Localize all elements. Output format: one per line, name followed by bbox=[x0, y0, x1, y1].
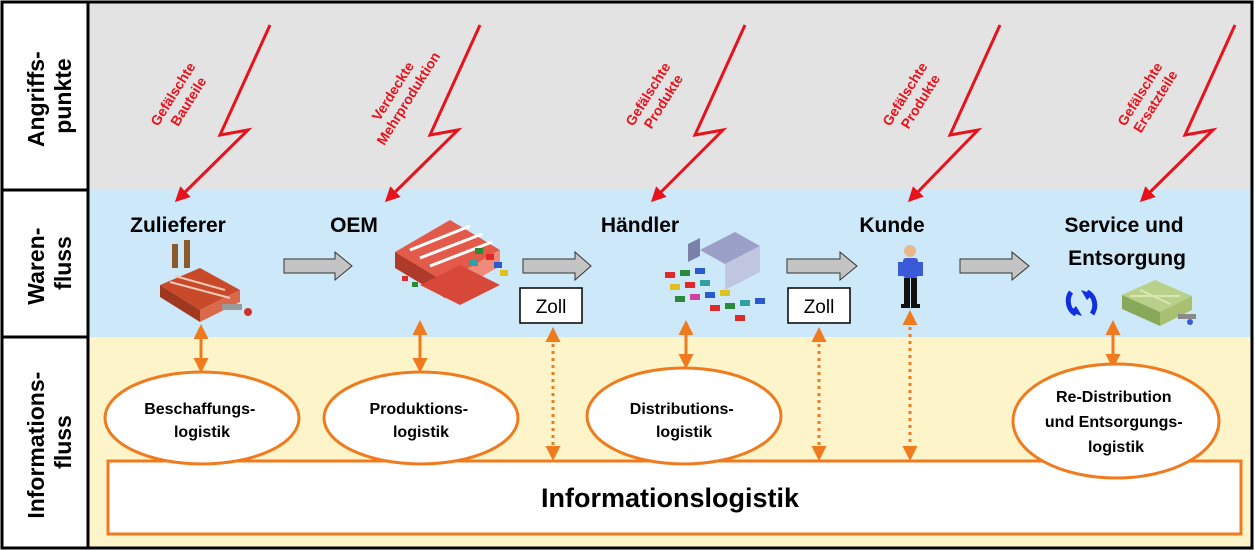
recycling-cycle-icon bbox=[1065, 289, 1098, 317]
station-label: Händler bbox=[601, 214, 679, 237]
logistics-ellipse bbox=[585, 366, 783, 466]
logistics-ellipse bbox=[322, 370, 520, 466]
assembly-plant-icon bbox=[395, 220, 508, 305]
logistics-label: Produktions- logistik bbox=[369, 401, 472, 441]
information-logistics-label: Informationslogistik bbox=[541, 483, 800, 513]
row-label-attack-points: Angriffs- punkte bbox=[23, 45, 76, 147]
lightning-bolt-icon bbox=[907, 24, 1002, 203]
goods-flow-arrows bbox=[283, 250, 1030, 282]
logistics-ellipse bbox=[103, 370, 301, 466]
customer-person-icon bbox=[898, 245, 923, 308]
station-connectors bbox=[193, 320, 1121, 373]
lightning-bolt-icon bbox=[650, 24, 747, 203]
customs-connectors bbox=[545, 310, 918, 461]
flow-arrow bbox=[786, 250, 858, 282]
flow-arrow bbox=[522, 250, 592, 282]
lightning-bolt-icon bbox=[1139, 24, 1237, 203]
flow-arrow bbox=[959, 250, 1030, 282]
logistics-ellipse bbox=[1011, 362, 1221, 480]
row-label-information-flow: Informations- fluss bbox=[23, 365, 76, 518]
car-dealer-icon bbox=[665, 232, 765, 321]
customs-label: Zoll bbox=[536, 297, 567, 318]
goods-flow-band bbox=[88, 190, 1252, 337]
logistics-processes: Beschaffungs- logistik Produktions- logi… bbox=[103, 362, 1221, 480]
attack-points-band bbox=[88, 2, 1252, 190]
label-column-frame bbox=[0, 0, 90, 550]
stations: Zulieferer OEM Händler Kunde Service und… bbox=[130, 214, 1190, 270]
station-label: Zulieferer bbox=[130, 214, 226, 237]
customs-checkpoints: Zoll Zoll bbox=[519, 287, 851, 324]
lightning-bolt-icon bbox=[384, 24, 482, 203]
flow-arrow bbox=[283, 250, 353, 282]
logistics-label: Re-Distribution und Entsorgungs- logisti… bbox=[1045, 389, 1187, 456]
information-logistics-bar: Informationslogistik bbox=[106, 459, 1243, 536]
logistics-label: Distributions- logistik bbox=[630, 401, 738, 441]
lightning-bolt-icon bbox=[174, 24, 272, 203]
station-label: Service und Entsorgung bbox=[1065, 214, 1190, 270]
factory-icon bbox=[160, 240, 252, 322]
row-label-column: Angriffs- punkte Waren- fluss Informatio… bbox=[0, 0, 90, 550]
logistics-label: Beschaffungs- logistik bbox=[144, 401, 260, 441]
customs-label: Zoll bbox=[804, 297, 835, 318]
customs-box bbox=[519, 287, 583, 324]
station-label: OEM bbox=[330, 214, 378, 237]
recycling-facility-icon bbox=[1122, 280, 1196, 326]
customs-box bbox=[787, 287, 851, 324]
row-label-goods-flow: Waren- fluss bbox=[23, 221, 76, 305]
station-label: Kunde bbox=[859, 214, 924, 237]
